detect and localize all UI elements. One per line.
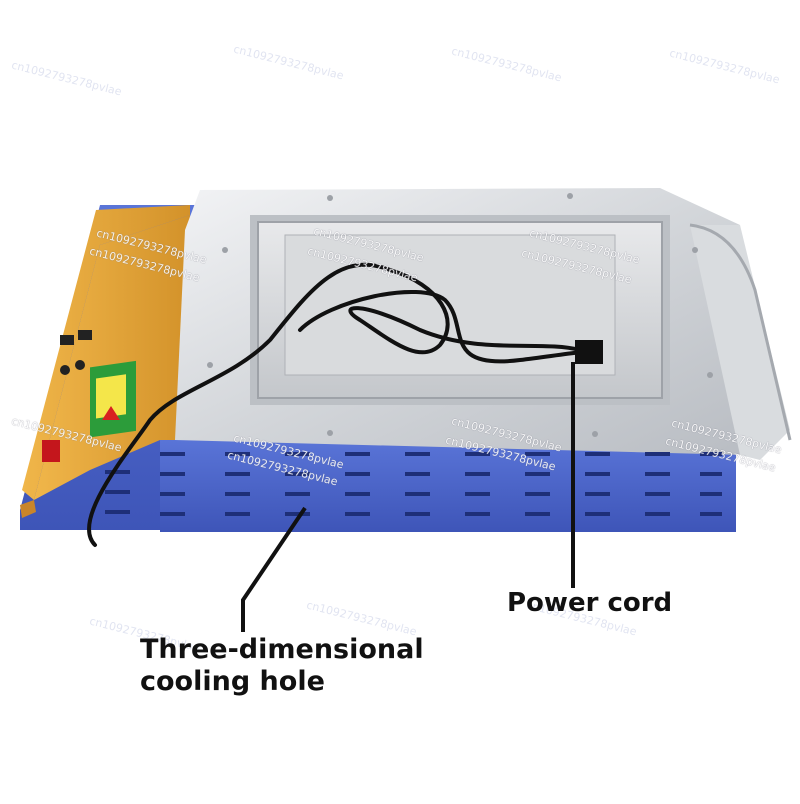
control-panel bbox=[20, 205, 190, 518]
power-cord bbox=[87, 262, 603, 547]
label-cooling-hole-line1: Three-dimensional bbox=[140, 634, 424, 665]
pointer-lines bbox=[241, 362, 575, 632]
label-cooling-hole-line2: cooling hole bbox=[140, 666, 325, 697]
label-power-cord: Power cord bbox=[507, 588, 673, 618]
cooling-holes bbox=[105, 452, 722, 516]
steel-top bbox=[175, 188, 792, 460]
